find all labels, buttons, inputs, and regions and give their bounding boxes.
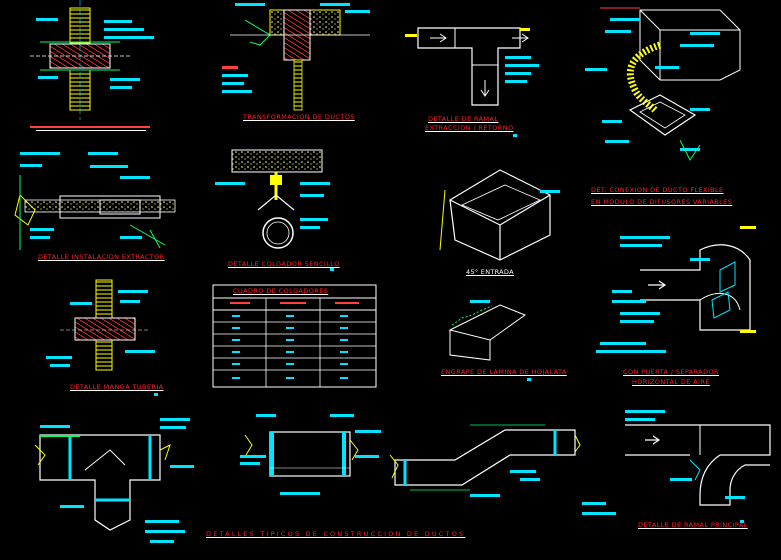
detail-transformacion <box>222 3 370 111</box>
label-manga: DETALLE MANGA TUBERIA <box>70 383 164 391</box>
label-conexion-line1: DET. CONEXION DE DUCTO FLEXIBLE <box>591 186 724 194</box>
label-extractor: DETALLE INSTALACION EXTRACTOR <box>38 253 165 261</box>
detail-extractor <box>14 152 176 250</box>
detail-pipe-slab <box>30 0 154 131</box>
label-ramal-line1: DETALLE DE RAMAL <box>428 115 499 123</box>
sheet-footer-title: DETALLES TIPICOS DE CONSTRUCCION DE DUCT… <box>206 530 466 538</box>
detail-colgador <box>215 149 334 271</box>
detail-engrape <box>448 300 531 381</box>
detail-ducto-flexible <box>585 7 741 161</box>
label-compuerta-line2: HORIZONTAL DE AIRE <box>632 378 710 386</box>
detail-manga <box>46 279 158 396</box>
label-engrape: ENGRAPE DE LAMINA DE HOJALATA <box>441 368 567 376</box>
detail-compuerta <box>596 226 756 353</box>
detail-straight-duct <box>240 414 381 495</box>
label-colgador: DETALLE COLGADOR SENCILLO <box>228 260 340 268</box>
label-ramal-principal: DETALLE DE RAMAL PRINCIPAL <box>638 521 748 529</box>
detail-45-entrada <box>439 169 560 261</box>
label-transformacion: TRANSFORMACION DE DUCTOS <box>243 113 355 121</box>
table-colgadores <box>212 284 377 388</box>
label-conexion-line2: EN MODULO DE DIFUSORES VARIABLES <box>591 198 733 206</box>
detail-ramal-principal <box>582 410 771 523</box>
label-compuerta-line1: CON PUERTA / SEPARADOR <box>623 368 719 376</box>
table-title: CUADRO DE COLGADORES <box>233 287 329 295</box>
label-ramal-line2: EXTRACCION / RETORNO <box>425 124 514 132</box>
detail-offset-duct <box>389 424 581 497</box>
detail-ramal <box>405 27 539 137</box>
detail-t-junction <box>34 418 194 543</box>
label-45-entrada: 45° ENTRADA <box>466 268 514 276</box>
